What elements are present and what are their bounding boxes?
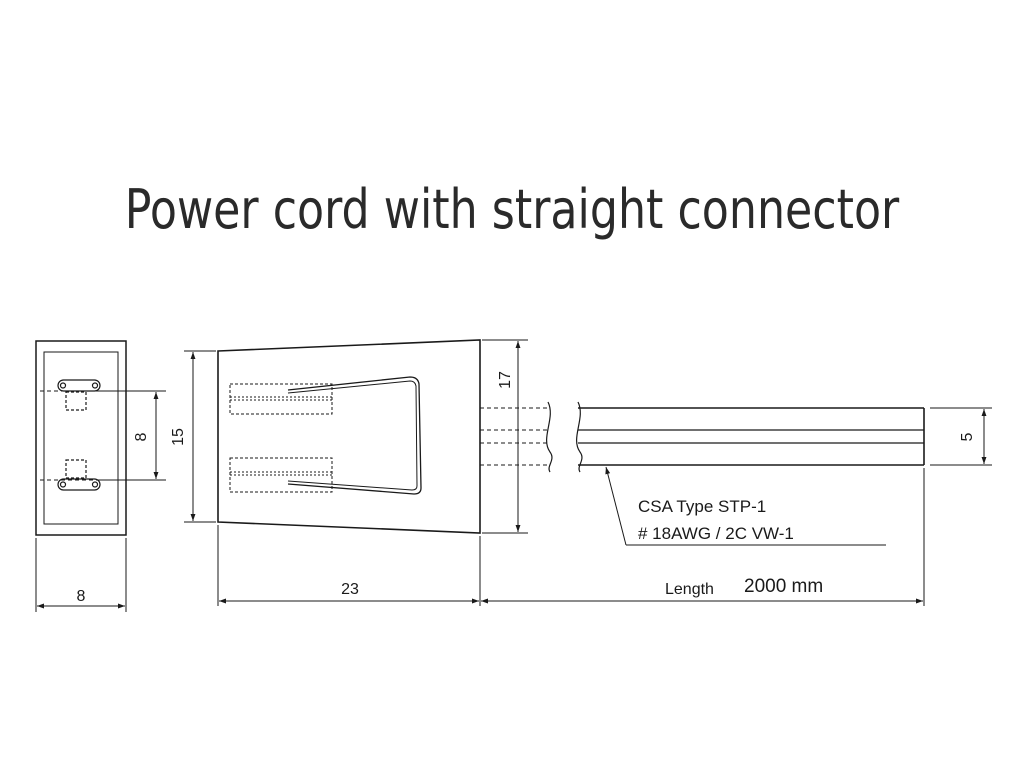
length-value: 2000 mm — [744, 576, 823, 597]
connector-body — [217, 339, 481, 534]
connector-contact-spring — [287, 376, 422, 495]
cable-spec-line2: # 18AWG / 2C VW-1 — [638, 524, 794, 543]
dim-cable-height — [930, 407, 992, 466]
dim-connector-height-label: 15 — [170, 428, 187, 446]
dim-end-view-width-label: 8 — [77, 588, 86, 605]
end-view-pin-top — [57, 379, 101, 411]
end-view-outline — [35, 340, 127, 536]
length-label: Length — [665, 581, 714, 598]
drawing-title: Power cord with straight connector — [124, 178, 900, 241]
dim-end-view-width — [35, 538, 127, 612]
dim-pin-spacing-label: 8 — [133, 432, 150, 441]
dim-connector-rear-height — [482, 339, 528, 534]
dim-connector-rear-height-label: 17 — [497, 371, 514, 389]
end-view-inner — [43, 351, 119, 525]
dim-connector-length — [217, 525, 481, 606]
dim-pin-spacing — [100, 390, 166, 481]
dim-connector-length-label: 23 — [341, 581, 359, 598]
cable-body — [578, 407, 925, 466]
dim-cable-length — [481, 468, 925, 606]
end-view-pin-bottom — [57, 459, 101, 491]
end-view — [35, 340, 127, 536]
cable-spec-leader — [605, 466, 886, 546]
connector-pin-sleeve-top — [229, 383, 333, 415]
cable-spec-line1: CSA Type STP-1 — [638, 497, 766, 516]
cable-stub — [480, 401, 583, 473]
dim-connector-height — [184, 350, 216, 523]
dim-cable-height-label: 5 — [959, 432, 976, 441]
